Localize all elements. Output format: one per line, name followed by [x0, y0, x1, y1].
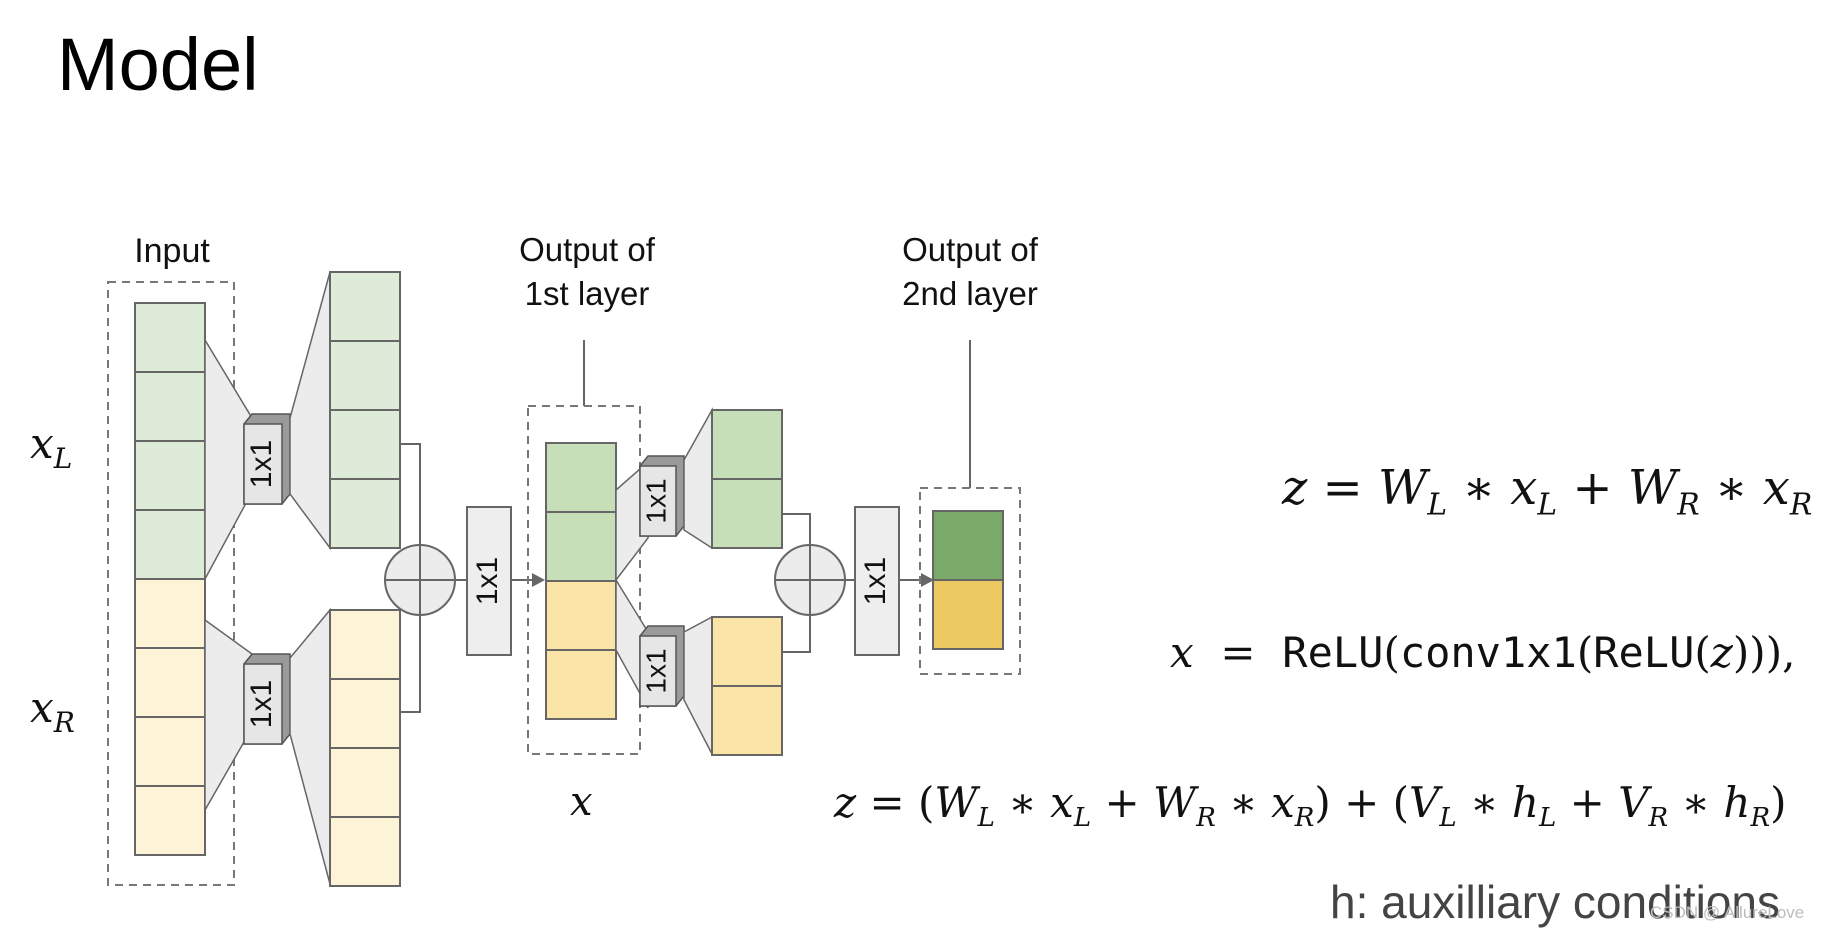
- sum-connectors-1: [400, 443, 467, 713]
- out1-column: [545, 442, 617, 720]
- input-cell-r2: [134, 647, 206, 718]
- equation-1: z = WL ∗ xL + WR ∗ xR: [1282, 460, 1813, 523]
- input-cell-l2: [134, 371, 206, 442]
- conv-block-lower-2: 1x1: [639, 625, 685, 707]
- input-dashed-box: [107, 281, 235, 886]
- conv-block-lower: 1x1: [243, 653, 291, 745]
- conv-label: 1x1: [471, 557, 504, 605]
- input-cell-r1: [134, 578, 206, 649]
- input-column: [134, 302, 206, 856]
- conv-box-2: 1x1: [854, 506, 900, 656]
- out2-column: [932, 510, 1004, 650]
- input-cell-l4: [134, 509, 206, 580]
- feature-column-left: [329, 271, 401, 549]
- out2-label-line1: Output of: [902, 231, 1039, 268]
- watermark: CSDN @ AllureLove: [1650, 903, 1805, 922]
- sum-node-1: [384, 544, 456, 616]
- layer2-lower-column: [711, 616, 783, 756]
- conv-box-1: 1x1: [466, 506, 512, 656]
- conv-label: 1x1: [245, 680, 278, 728]
- auxiliary-note: h: auxilliary conditions: [1330, 876, 1781, 928]
- feature-column-right: [329, 609, 401, 887]
- out2-dashed-box: [919, 487, 1021, 675]
- input-cell-l1: [134, 302, 206, 373]
- sum-node-2: [774, 544, 846, 616]
- out2-label-line2: 2nd layer: [902, 275, 1038, 312]
- x-label: x: [570, 779, 593, 825]
- equation-2: x = ReLU(conv1x1(ReLU(z))),: [1170, 628, 1796, 677]
- sum-connectors-2: [782, 513, 855, 653]
- arrow-2: [899, 573, 934, 587]
- input-cell-r4: [134, 785, 206, 856]
- slide-title: Model: [57, 23, 259, 106]
- layer2-upper-column: [711, 409, 783, 549]
- conv-block-upper-2: 1x1: [639, 455, 685, 537]
- conv-block-upper: 1x1: [243, 413, 291, 505]
- input-label: Input: [134, 232, 210, 270]
- conv-label: 1x1: [640, 478, 671, 523]
- equation-3: z = (WL ∗ xL + WR ∗ xR) + (VL ∗ hL + VR …: [834, 778, 1787, 834]
- input-cell-l3: [134, 440, 206, 511]
- feature-funnels: [289, 271, 331, 885]
- out1-dashed-box: [527, 405, 641, 755]
- input-cell-r3: [134, 716, 206, 787]
- x-left-label: xL: [30, 419, 72, 475]
- input-funnels: [204, 337, 253, 813]
- layer1-out-funnels: [683, 407, 713, 755]
- out1-label-line2: 1st layer: [525, 275, 650, 312]
- conv-label: 1x1: [245, 440, 278, 488]
- x-right-label: xR: [30, 683, 75, 739]
- conv-label: 1x1: [859, 557, 892, 605]
- conv-label: 1x1: [640, 648, 671, 693]
- out1-label-line1: Output of: [519, 231, 656, 268]
